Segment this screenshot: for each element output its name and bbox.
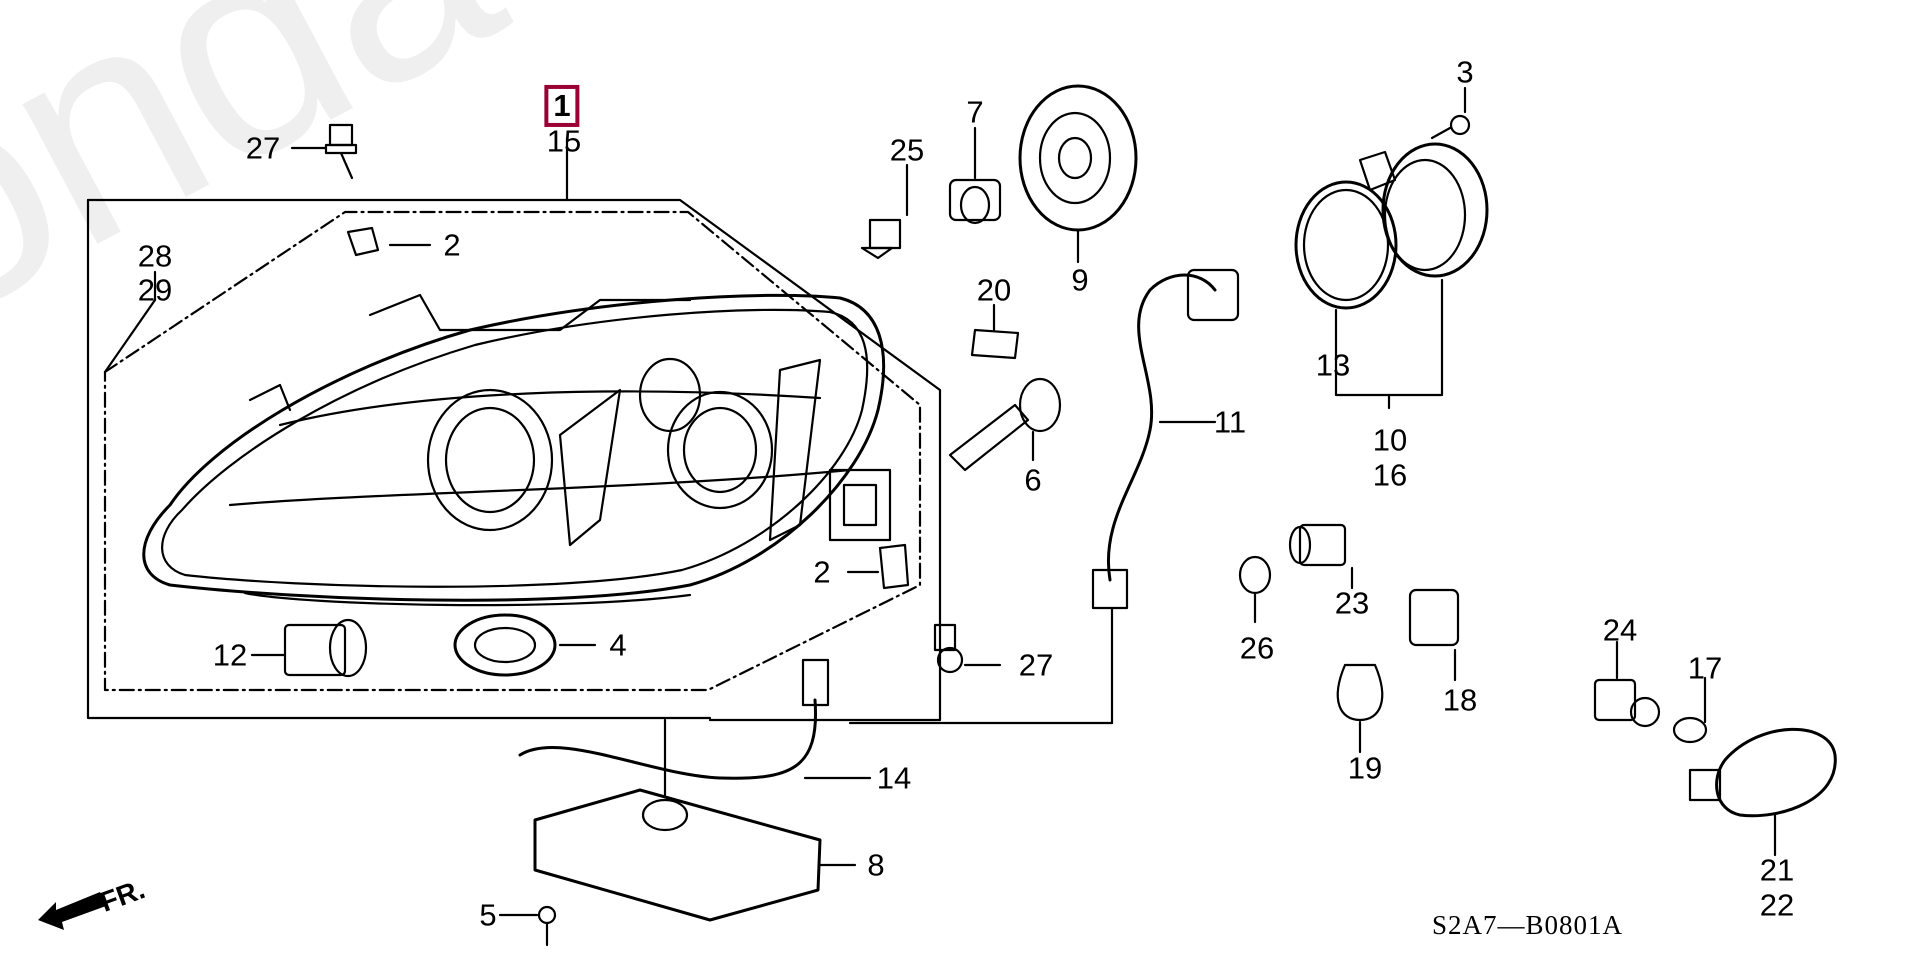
hid-bulb-drawing-6 bbox=[948, 377, 1062, 472]
callout-part-19[interactable]: 19 bbox=[1347, 750, 1383, 786]
diagram-code: S2A7—B0801A bbox=[1432, 910, 1624, 940]
callout-part-23[interactable]: 23 bbox=[1334, 585, 1370, 621]
callout-part-18[interactable]: 18 bbox=[1442, 682, 1478, 718]
socket-drawing-23 bbox=[1288, 523, 1347, 567]
callout-part-28[interactable]: 28 bbox=[137, 238, 173, 274]
ballast-drawing-8 bbox=[533, 788, 822, 922]
headlight-housing-drawing bbox=[142, 293, 892, 607]
leveler-drawing-12 bbox=[283, 618, 368, 678]
group-outline-outer bbox=[86, 198, 942, 722]
retainer-drawing-10 bbox=[1358, 142, 1489, 278]
bolt-drawing-27a bbox=[324, 123, 358, 180]
bulb-drawing-25 bbox=[860, 218, 902, 260]
callout-part-26[interactable]: 26 bbox=[1239, 630, 1275, 666]
label-drawing-20 bbox=[970, 328, 1020, 360]
socket-drawing-7 bbox=[948, 178, 1002, 225]
callout-part-5[interactable]: 5 bbox=[479, 897, 497, 933]
callout-part-27[interactable]: 27 bbox=[245, 130, 281, 166]
bulb-drawing-26 bbox=[1238, 555, 1272, 595]
dust-cap-drawing-9 bbox=[1018, 84, 1138, 232]
seal-ring-drawing-13 bbox=[1294, 180, 1398, 310]
callout-part-25[interactable]: 25 bbox=[889, 132, 925, 168]
callout-part-2[interactable]: 2 bbox=[443, 227, 461, 263]
callout-part-9[interactable]: 9 bbox=[1071, 262, 1089, 298]
callout-part-6[interactable]: 6 bbox=[1024, 462, 1042, 498]
callout-part-29[interactable]: 29 bbox=[137, 272, 173, 308]
front-arrow-icon bbox=[38, 892, 106, 930]
callout-part-20[interactable]: 20 bbox=[976, 272, 1012, 308]
callout-part-21[interactable]: 21 bbox=[1759, 852, 1795, 888]
group-outline-inner bbox=[103, 210, 922, 692]
callout-part-11[interactable]: 11 bbox=[1213, 404, 1247, 440]
callout-part-2b[interactable]: 2 bbox=[813, 554, 831, 590]
bulb-drawing-19 bbox=[1336, 663, 1384, 722]
callout-part-8[interactable]: 8 bbox=[867, 847, 885, 883]
callout-part-10[interactable]: 10 bbox=[1372, 422, 1408, 458]
callout-part-27b[interactable]: 27 bbox=[1018, 647, 1054, 683]
callout-part-17[interactable]: 17 bbox=[1687, 650, 1723, 686]
screw-drawing-3 bbox=[1430, 114, 1471, 140]
callout-part-15[interactable]: 15 bbox=[546, 123, 582, 159]
screw-drawing-5 bbox=[537, 905, 557, 947]
diagram-artwork bbox=[86, 84, 1837, 947]
callout-part-1[interactable]: 1 bbox=[544, 84, 580, 128]
bulb-drawing-17 bbox=[1672, 716, 1708, 744]
clip-drawing-b bbox=[878, 543, 910, 590]
callout-part-14[interactable]: 14 bbox=[876, 760, 912, 796]
callout-part-4[interactable]: 4 bbox=[609, 627, 627, 663]
callout-part-13[interactable]: 13 bbox=[1315, 347, 1351, 383]
callout-part-12[interactable]: 12 bbox=[212, 637, 248, 673]
bolt-drawing-27b bbox=[933, 623, 964, 674]
callout-part-7[interactable]: 7 bbox=[966, 94, 984, 130]
harness-drawing-11 bbox=[1107, 273, 1217, 582]
grommet-drawing-4 bbox=[453, 613, 557, 677]
socket-drawing-18 bbox=[1408, 588, 1460, 647]
callout-part-22[interactable]: 22 bbox=[1759, 887, 1795, 923]
socket-drawing-24 bbox=[1593, 678, 1661, 728]
callout-part-16[interactable]: 16 bbox=[1372, 457, 1408, 493]
clip-drawing-a bbox=[346, 226, 380, 257]
callout-part-24[interactable]: 24 bbox=[1602, 612, 1638, 648]
callout-part-3[interactable]: 3 bbox=[1456, 54, 1474, 90]
harness-drawing-14 bbox=[518, 698, 818, 780]
side-marker-drawing-21 bbox=[1688, 727, 1837, 818]
parts-diagram: HondaCarMine.ru bbox=[0, 0, 1837, 947]
